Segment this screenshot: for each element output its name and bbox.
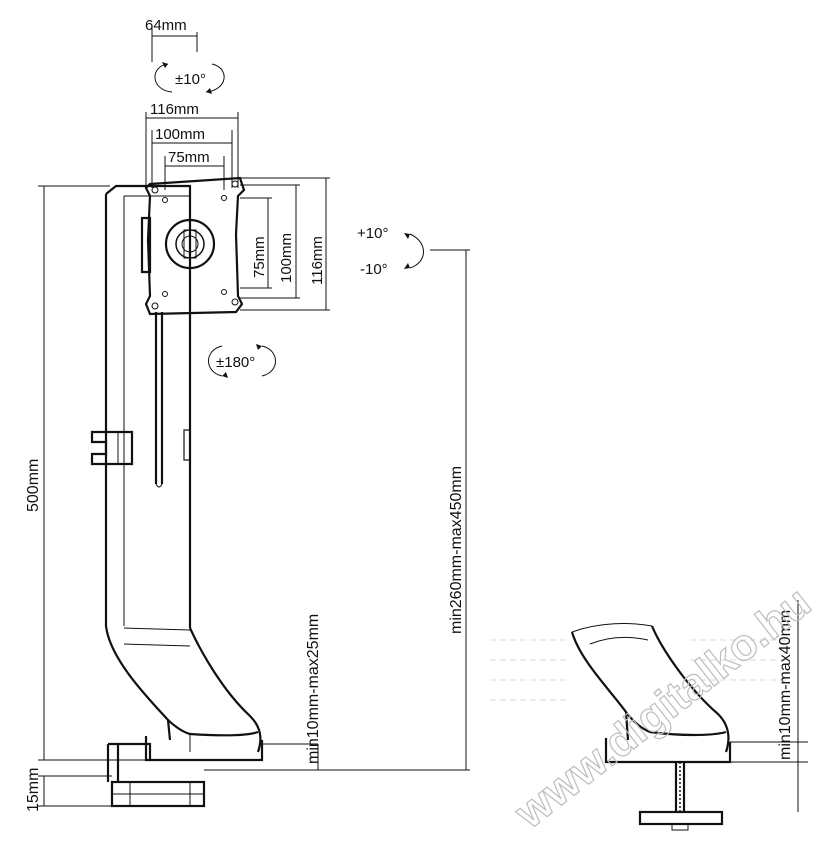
total-height-dimension: 500mm xyxy=(25,185,150,761)
tilt-up-label: +10° xyxy=(357,225,388,242)
cable-clip xyxy=(90,430,134,466)
base-arm xyxy=(104,625,264,762)
grommet-thickness-label: min10mm-max40mm xyxy=(777,610,794,760)
clamp-thickness-dimension: min10mm-max25mm xyxy=(204,614,322,771)
tilt-down-label: -10° xyxy=(360,261,388,278)
rotation-indicator: ±180° xyxy=(208,344,276,378)
vesa-height-dimensions: 75mm 100mm 116mm xyxy=(240,177,330,311)
vesa-height-116-label: 116mm xyxy=(309,236,326,285)
base-thickness-dimension: 15mm xyxy=(25,768,112,812)
tilt-top-label: ±10° xyxy=(175,71,206,88)
pole xyxy=(104,184,192,628)
clamp-thickness-label: min10mm-max25mm xyxy=(305,614,322,764)
grommet-detail xyxy=(490,623,790,831)
total-height-label: 500mm xyxy=(25,459,42,512)
vesa-width-100-label: 100mm xyxy=(155,126,205,143)
vesa-height-75-label: 75mm xyxy=(251,236,268,278)
rod-width-label: 64mm xyxy=(145,17,187,34)
height-adjust-dimension: min260mm-max450mm xyxy=(318,249,470,771)
vesa-width-116-label: 116mm xyxy=(150,101,199,118)
vesa-height-100-label: 100mm xyxy=(278,233,295,283)
base-thickness-label: 15mm xyxy=(25,768,42,812)
clamp xyxy=(106,742,206,808)
vesa-width-75-label: 75mm xyxy=(168,149,210,166)
watermark: www.digitalko.hu xyxy=(505,578,816,839)
rotation-label: ±180° xyxy=(216,354,255,371)
vesa-width-dimensions: 116mm 100mm 75mm xyxy=(145,101,239,190)
rod-width-dimension: 64mm xyxy=(145,17,198,62)
height-adjust-label: min260mm-max450mm xyxy=(448,466,465,634)
vesa-plate xyxy=(140,176,246,316)
grommet-thickness-dimension: min10mm-max40mm xyxy=(730,600,808,812)
tilt-top-indicator: ±10° xyxy=(154,62,225,94)
tilt-side-indicator: +10° -10° xyxy=(357,225,424,278)
